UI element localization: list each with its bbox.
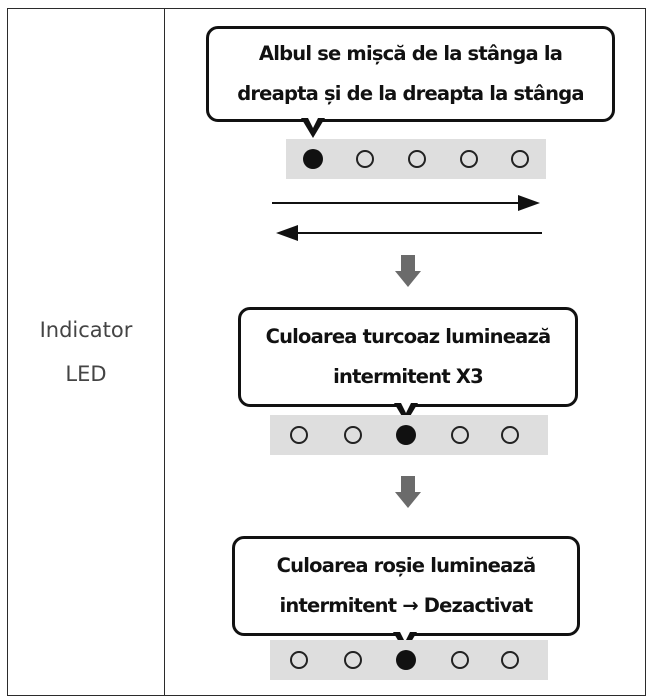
row-label-line2: LED xyxy=(65,362,107,386)
led-3 xyxy=(396,425,416,445)
callout-step-3-line1: Culoarea roșie luminează xyxy=(276,554,536,577)
led-3 xyxy=(396,650,416,670)
callout-step-1-line1: Albul se mișcă de la stânga la xyxy=(258,42,563,65)
led-4 xyxy=(460,150,478,168)
row-label-line1: Indicator xyxy=(39,318,133,342)
led-2 xyxy=(344,426,362,444)
led-1 xyxy=(303,149,323,169)
led-bar-step-1 xyxy=(286,139,546,179)
led-bar-step-2 xyxy=(270,415,548,455)
callout-step-1-line2: dreapta și de la dreapta la stânga xyxy=(237,82,584,105)
callout-step-2-line1: Culoarea turcoaz luminează xyxy=(265,325,552,348)
led-5 xyxy=(511,150,529,168)
down-arrow-2 xyxy=(395,476,421,510)
led-2 xyxy=(344,651,362,669)
callout-step-2: Culoarea turcoaz luminează intermitent X… xyxy=(238,307,578,407)
led-4 xyxy=(451,651,469,669)
column-divider xyxy=(164,9,165,695)
arrow-right-line xyxy=(272,202,522,204)
led-5 xyxy=(501,426,519,444)
led-5 xyxy=(501,651,519,669)
callout-step-3: Culoarea roșie luminează intermitent → D… xyxy=(232,536,580,636)
down-arrow-1 xyxy=(395,255,421,289)
arrow-right-head xyxy=(518,195,540,211)
led-4 xyxy=(451,426,469,444)
led-1 xyxy=(290,651,308,669)
arrow-left-line xyxy=(296,232,542,234)
led-2 xyxy=(356,150,374,168)
table-frame: Indicator LED xyxy=(7,8,646,696)
led-bar-step-3 xyxy=(270,640,548,680)
arrow-left-head xyxy=(276,225,298,241)
row-label-cell: Indicator LED xyxy=(8,9,164,695)
led-1 xyxy=(290,426,308,444)
led-3 xyxy=(408,150,426,168)
callout-step-1: Albul se mișcă de la stânga la dreapta ș… xyxy=(206,26,615,122)
callout-step-2-line2: intermitent X3 xyxy=(333,365,483,388)
callout-step-3-line2: intermitent → Dezactivat xyxy=(279,594,534,617)
